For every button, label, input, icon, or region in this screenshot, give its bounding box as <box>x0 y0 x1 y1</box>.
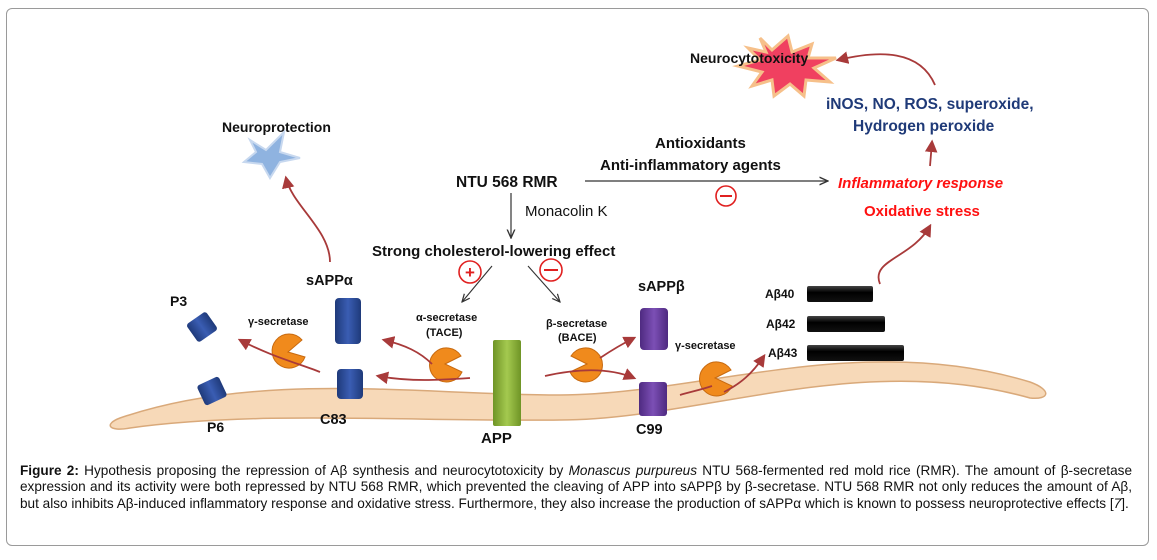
oxidative-stress-label: Oxidative stress <box>864 203 980 220</box>
anti-inflammatory-label: Anti-inflammatory agents <box>600 157 781 174</box>
cholesterol-effect-label: Strong cholesterol-lowering effect <box>372 243 615 260</box>
p3-block <box>187 312 217 342</box>
alpha-secretase-label-line2: (TACE) <box>426 327 463 339</box>
gamma-secretase-left-icon <box>271 333 306 369</box>
arrow-cholesterol-to-alpha <box>462 265 493 302</box>
beta-secretase-icon <box>569 347 603 383</box>
caption-text-2: NTU 568-fermented red mold rice (RMR). T… <box>20 463 1133 511</box>
arrow-gamma-to-p3 <box>237 338 321 373</box>
neurocytotoxicity-label: Neurocytotoxicity <box>690 50 808 66</box>
abeta43-bar <box>807 345 904 361</box>
arrow-gamma-to-abeta <box>723 353 766 393</box>
inos-text-line2: Hydrogen peroxide <box>853 118 995 135</box>
arrow-sappa-to-neuroprotection <box>282 175 331 263</box>
c99-block <box>639 382 667 416</box>
gamma-secretase-left-label: γ-secretase <box>248 316 309 328</box>
app-block <box>493 340 521 426</box>
inos-text-line1: iNOS, NO, ROS, superoxide, <box>826 96 1034 113</box>
beta-secretase-label-line1: β-secretase <box>546 318 607 330</box>
arrow-beta-to-sappb <box>599 336 637 359</box>
arrow-inos-to-neurocytotoxicity <box>835 51 936 86</box>
caption-ref: 7 <box>1113 495 1122 511</box>
gamma-secretase-right-label: γ-secretase <box>675 340 736 352</box>
arrow-alpha-to-c83 <box>375 371 471 385</box>
alpha-secretase-icon <box>429 347 463 383</box>
figure-caption: Figure 2: Hypothesis proposing the repre… <box>20 463 1132 512</box>
caption-species: Monascus purpureus <box>568 463 698 478</box>
c99-label: C99 <box>636 422 663 438</box>
inflammatory-response-label: Inflammatory response <box>838 175 1003 192</box>
caption-text-3: ]. <box>1121 495 1129 511</box>
plus-sign-alpha <box>458 260 482 284</box>
arrow-inflammatory-to-inos <box>924 139 938 167</box>
arrow-beta-to-c99 <box>544 368 637 380</box>
antioxidants-label: Antioxidants <box>655 135 746 152</box>
arrow-c99-to-gamma <box>679 385 713 396</box>
p3-label: P3 <box>170 293 187 309</box>
caption-label: Figure 2: <box>20 463 79 478</box>
neurocytotoxicity-burst <box>732 33 837 99</box>
abeta43-label: Aβ43 <box>768 346 798 360</box>
cell-membrane <box>109 361 1047 430</box>
ntu-label: NTU 568 RMR <box>456 174 558 191</box>
p6-label: P6 <box>207 419 224 435</box>
neuroprotection-star <box>241 128 301 180</box>
abeta42-bar <box>807 316 885 332</box>
sappa-block <box>335 298 361 344</box>
c83-label: C83 <box>320 412 347 428</box>
figure-frame <box>6 8 1149 546</box>
abeta40-label: Aβ40 <box>765 287 795 301</box>
arrow-abeta-to-oxidative <box>877 223 932 285</box>
caption-text-1: Hypothesis proposing the repression of A… <box>78 463 569 478</box>
sappb-label: sAPPβ <box>638 279 685 295</box>
beta-secretase-label-line2: (BACE) <box>558 332 597 344</box>
plus-symbol: + <box>465 263 475 282</box>
arrow-alpha-to-sappa <box>381 336 433 365</box>
sappb-block <box>640 308 668 350</box>
app-label: APP <box>481 430 512 447</box>
p6-block <box>197 376 227 406</box>
c83-block <box>337 369 363 399</box>
monacolin-label: Monacolin K <box>525 203 608 220</box>
sappa-label: sAPPα <box>306 273 353 289</box>
abeta40-bar <box>807 286 873 302</box>
alpha-secretase-label-line1: α-secretase <box>416 312 477 324</box>
abeta42-label: Aβ42 <box>766 317 796 331</box>
arrow-cholesterol-to-beta <box>527 265 560 302</box>
neuroprotection-label: Neuroprotection <box>222 119 331 135</box>
